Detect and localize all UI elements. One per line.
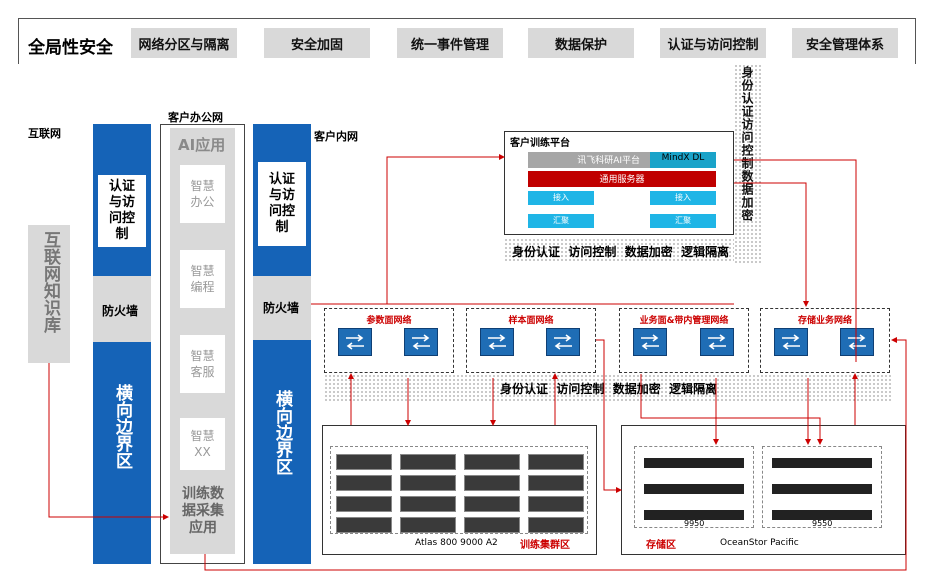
right-firewall-band [253, 276, 311, 340]
ai-platform-bar [528, 152, 650, 168]
server-rack [464, 475, 520, 491]
server-rack [464, 496, 520, 512]
tab-network-zoning[interactable]: 网络分区与隔离 [131, 28, 237, 58]
storage-node [772, 484, 872, 494]
switch-icon [700, 328, 734, 356]
knowledge-base-label: 互联网知识库 [40, 231, 60, 333]
tab-event-management[interactable]: 统一事件管理 [397, 28, 503, 58]
ai-platform-label: 讯飞科研AI平台 [577, 156, 640, 166]
left-border-label: 横向边界区 [112, 384, 132, 469]
zone-intranet: 客户内网 [314, 130, 358, 143]
switch-icon [774, 328, 808, 356]
mid-security-text: 身份认证 访问控制 数据加密 逻辑隔离 [500, 382, 718, 396]
zone-internet: 互联网 [28, 127, 61, 140]
switch-icon [633, 328, 667, 356]
switch-icon [480, 328, 514, 356]
storage-rack-grid-1 [644, 458, 744, 520]
server-rack [400, 475, 456, 491]
server-rack [528, 454, 584, 470]
storage-node [644, 484, 744, 494]
storage-node [772, 458, 872, 468]
right-auth-box: 认证与访问控制 [258, 162, 306, 246]
tab-data-protection[interactable]: 数据保护 [528, 28, 634, 58]
knowledge-base [28, 225, 70, 363]
server-rack [464, 517, 520, 533]
platform-title: 客户训练平台 [510, 138, 570, 149]
switch-icon [546, 328, 580, 356]
storage-unit-2-label: 9550 [812, 519, 833, 528]
server-rack [400, 496, 456, 512]
tab-auth-access[interactable]: 认证与访问控制 [660, 28, 766, 58]
storage-node [644, 510, 744, 520]
aggregate-switch-1: 汇聚 [528, 214, 594, 228]
network-param-label: 参数面网络 [366, 316, 412, 326]
server-rack [336, 517, 392, 533]
storage-rack-grid-2 [772, 458, 872, 520]
side-security-text: 身份认证访问控制数据加密 [740, 66, 754, 222]
aggregate-switch-2: 汇聚 [650, 214, 716, 228]
left-auth-box: 认证与访问控制 [98, 175, 146, 247]
mindx-label: MindX DL [661, 153, 705, 163]
left-firewall-label: 防火墙 [102, 304, 139, 318]
left-firewall-band [93, 276, 151, 342]
server-rack [336, 475, 392, 491]
header-frame [18, 18, 916, 64]
zone-office: 客户办公网 [168, 111, 223, 124]
server-bar [528, 171, 716, 187]
network-storage-label: 存储业务网络 [797, 316, 852, 326]
right-border-label: 横向边界区 [272, 390, 292, 475]
ai-app-xx[interactable]: 智慧XX [180, 418, 225, 470]
ai-app-coding[interactable]: 智慧编程 [180, 250, 225, 308]
server-rack [528, 496, 584, 512]
server-label: 通用服务器 [599, 175, 645, 185]
server-rack [400, 517, 456, 533]
tab-security-mgmt[interactable]: 安全管理体系 [792, 28, 898, 58]
server-rack [464, 454, 520, 470]
mindx-bar [650, 152, 716, 168]
page-title: 全局性安全 [28, 38, 113, 58]
switch-icon [840, 328, 874, 356]
network-sample-label: 样本面网络 [508, 316, 554, 326]
storage-zone: 存储区 [646, 540, 676, 551]
access-switch-2: 接入 [650, 191, 716, 205]
right-firewall-label: 防火墙 [263, 301, 300, 315]
server-rack [336, 454, 392, 470]
storage-node [644, 458, 744, 468]
ai-app-office[interactable]: 智慧办公 [180, 165, 225, 223]
access-switch-1: 接入 [528, 191, 594, 205]
ai-apps-title: AI应用 [178, 136, 226, 154]
switch-icon [338, 328, 372, 356]
storage-unit-1-label: 9950 [684, 519, 705, 528]
ai-app-service[interactable]: 智慧客服 [180, 335, 225, 393]
switch-icon [404, 328, 438, 356]
platform-security-strip [504, 238, 734, 262]
storage-product: OceanStor Pacific [720, 538, 799, 548]
server-rack [528, 475, 584, 491]
cluster-zone: 训练集群区 [520, 540, 570, 551]
server-rack [336, 496, 392, 512]
server-rack [528, 517, 584, 533]
storage-node [772, 510, 872, 520]
server-rack [400, 454, 456, 470]
cluster-rack-grid [336, 454, 588, 533]
platform-security-text: 身份认证 访问控制 数据加密 逻辑隔离 [512, 245, 730, 259]
data-collect-label: 训练数据采集应用 [182, 486, 224, 536]
network-business-label: 业务面&带内管理网络 [639, 316, 729, 326]
tab-hardening[interactable]: 安全加固 [264, 28, 370, 58]
cluster-model: Atlas 800 9000 A2 [415, 538, 498, 548]
